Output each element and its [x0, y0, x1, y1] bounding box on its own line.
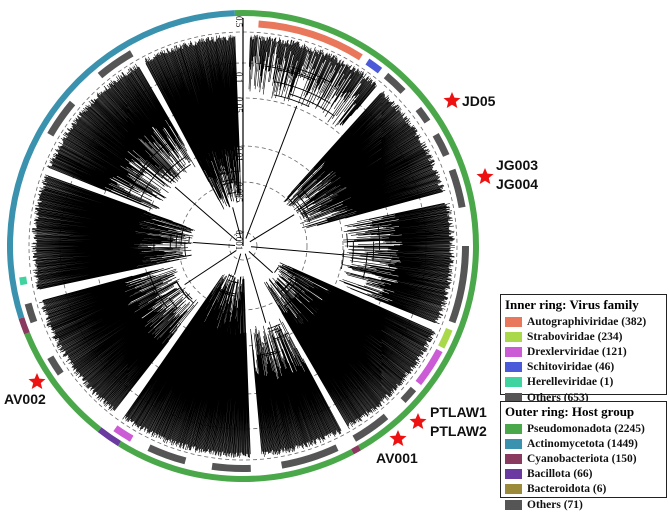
- legend-outer-ring: Outer ring: Host group Pseudomonadota (2…: [500, 401, 667, 498]
- swatch-cyanobacteriota: [505, 454, 522, 464]
- legend-item-cyanobacteriota: Cyanobacteriota (150): [501, 451, 666, 466]
- isolate-jd05: JD05: [444, 92, 496, 109]
- tree-node-arc: [289, 94, 334, 116]
- legend-label: Actinomycetota (1449): [527, 438, 638, 450]
- legend-label: Schitoviridae (46): [527, 361, 614, 373]
- inner-ring-segment: [19, 276, 27, 285]
- swatch-bacteroidota: [505, 484, 522, 494]
- tree-stem: [251, 247, 343, 255]
- swatch-schitoviridae: [505, 362, 522, 372]
- tree-stem: [193, 243, 235, 246]
- isolate-label-jd05: JD05: [462, 93, 496, 109]
- tree-stem: [249, 251, 273, 272]
- legend-item-drexlerviridae: Drexlerviridae (121): [501, 344, 666, 359]
- isolate-label-jg003: JG003: [496, 157, 538, 173]
- legend-label: Bacillota (66): [527, 468, 592, 480]
- tree-node-arc: [274, 267, 278, 273]
- isolate-label-av001: AV001: [376, 450, 418, 466]
- legend-label: Drexlerviridae (121): [527, 346, 627, 358]
- tree-node-arc: [373, 242, 374, 262]
- swatch-bacillota: [505, 469, 522, 479]
- legend-item-bacteroidota: Bacteroidota (6): [501, 482, 666, 497]
- legend-label: Cyanobacteriota (150): [527, 453, 637, 465]
- tree-branch-lines: [249, 35, 377, 127]
- tree-node-arc: [352, 242, 353, 263]
- legend-label: Pseudomonadota (2245): [527, 423, 645, 435]
- star-icon: [29, 373, 46, 389]
- legend-label: Others (71): [527, 499, 583, 511]
- legend-item-bacillota: Bacillota (66): [501, 467, 666, 482]
- swatch-drexlerviridae: [505, 347, 522, 357]
- legend-item-straboviridae: Straboviridae (234): [501, 329, 666, 344]
- outer-ring-segment: [19, 317, 30, 334]
- isolate-av002: AV002: [4, 373, 46, 407]
- tree-node-arc: [267, 324, 280, 329]
- tree-stem: [234, 254, 240, 275]
- swatch-straboviridae: [505, 332, 522, 342]
- isolate-ptlaw: PTLAW1 PTLAW2: [410, 404, 487, 439]
- scale-label-0-01: 0.01: [234, 146, 244, 162]
- legend-label: Straboviridae (234): [527, 331, 623, 343]
- legend-item-autographiviridae: Autographiviridae (382): [501, 314, 666, 329]
- isolate-label-jg004: JG004: [496, 176, 538, 192]
- swatch-herelleviridae: [505, 377, 522, 387]
- isolate-jg003: JG003 JG004: [477, 157, 539, 192]
- star-icon: [477, 168, 494, 184]
- isolate-label-av002: AV002: [4, 391, 46, 407]
- star-icon: [410, 413, 427, 429]
- scale-label-0-005: 0.005: [234, 182, 244, 203]
- scale-label-0-05: 0.05: [234, 97, 244, 113]
- legend-label: Bacteroidota (6): [527, 483, 606, 495]
- legend-item-herelleviridae: Herelleviridae (1): [501, 375, 666, 390]
- legend-label: Herelleviridae (1): [527, 376, 613, 388]
- tree-clade: [145, 35, 241, 238]
- legend-item-actinomycetota: Actinomycetota (1449): [501, 436, 666, 451]
- tree-stem: [246, 106, 297, 239]
- swatch-autographiviridae: [505, 317, 522, 327]
- inner-ring-segment: [25, 303, 38, 324]
- swatch-actinomycetota: [505, 439, 522, 449]
- swatch-others-host: [505, 500, 522, 510]
- tree-node-arc: [341, 250, 344, 269]
- legend-item-pseudomonadota: Pseudomonadota (2245): [501, 421, 666, 436]
- star-icon: [390, 430, 407, 446]
- scale-label-0-001: 0.001: [234, 230, 244, 250]
- legend-inner-title: Inner ring: Virus family: [501, 295, 666, 314]
- isolate-label-ptlaw2: PTLAW2: [430, 423, 487, 439]
- legend-item-others-host: Others (71): [501, 497, 666, 512]
- swatch-pseudomonadota: [505, 424, 522, 434]
- tree-stem: [185, 250, 237, 284]
- scale-label-0-5: 0.5: [234, 16, 244, 28]
- tree-node-arc: [347, 233, 348, 247]
- isolate-label-ptlaw1: PTLAW1: [430, 404, 487, 420]
- legend-inner-ring: Inner ring: Virus family Autographivirid…: [500, 294, 667, 395]
- legend-label: Autographiviridae (382): [527, 316, 646, 328]
- inner-ring-segment: [212, 463, 251, 472]
- legend-outer-title: Outer ring: Host group: [501, 402, 666, 421]
- tree-stem: [250, 215, 294, 242]
- legend-item-schitoviridae: Schitoviridae (46): [501, 360, 666, 375]
- star-icon: [444, 92, 461, 108]
- scale-label-0-1: 0.1: [234, 72, 244, 83]
